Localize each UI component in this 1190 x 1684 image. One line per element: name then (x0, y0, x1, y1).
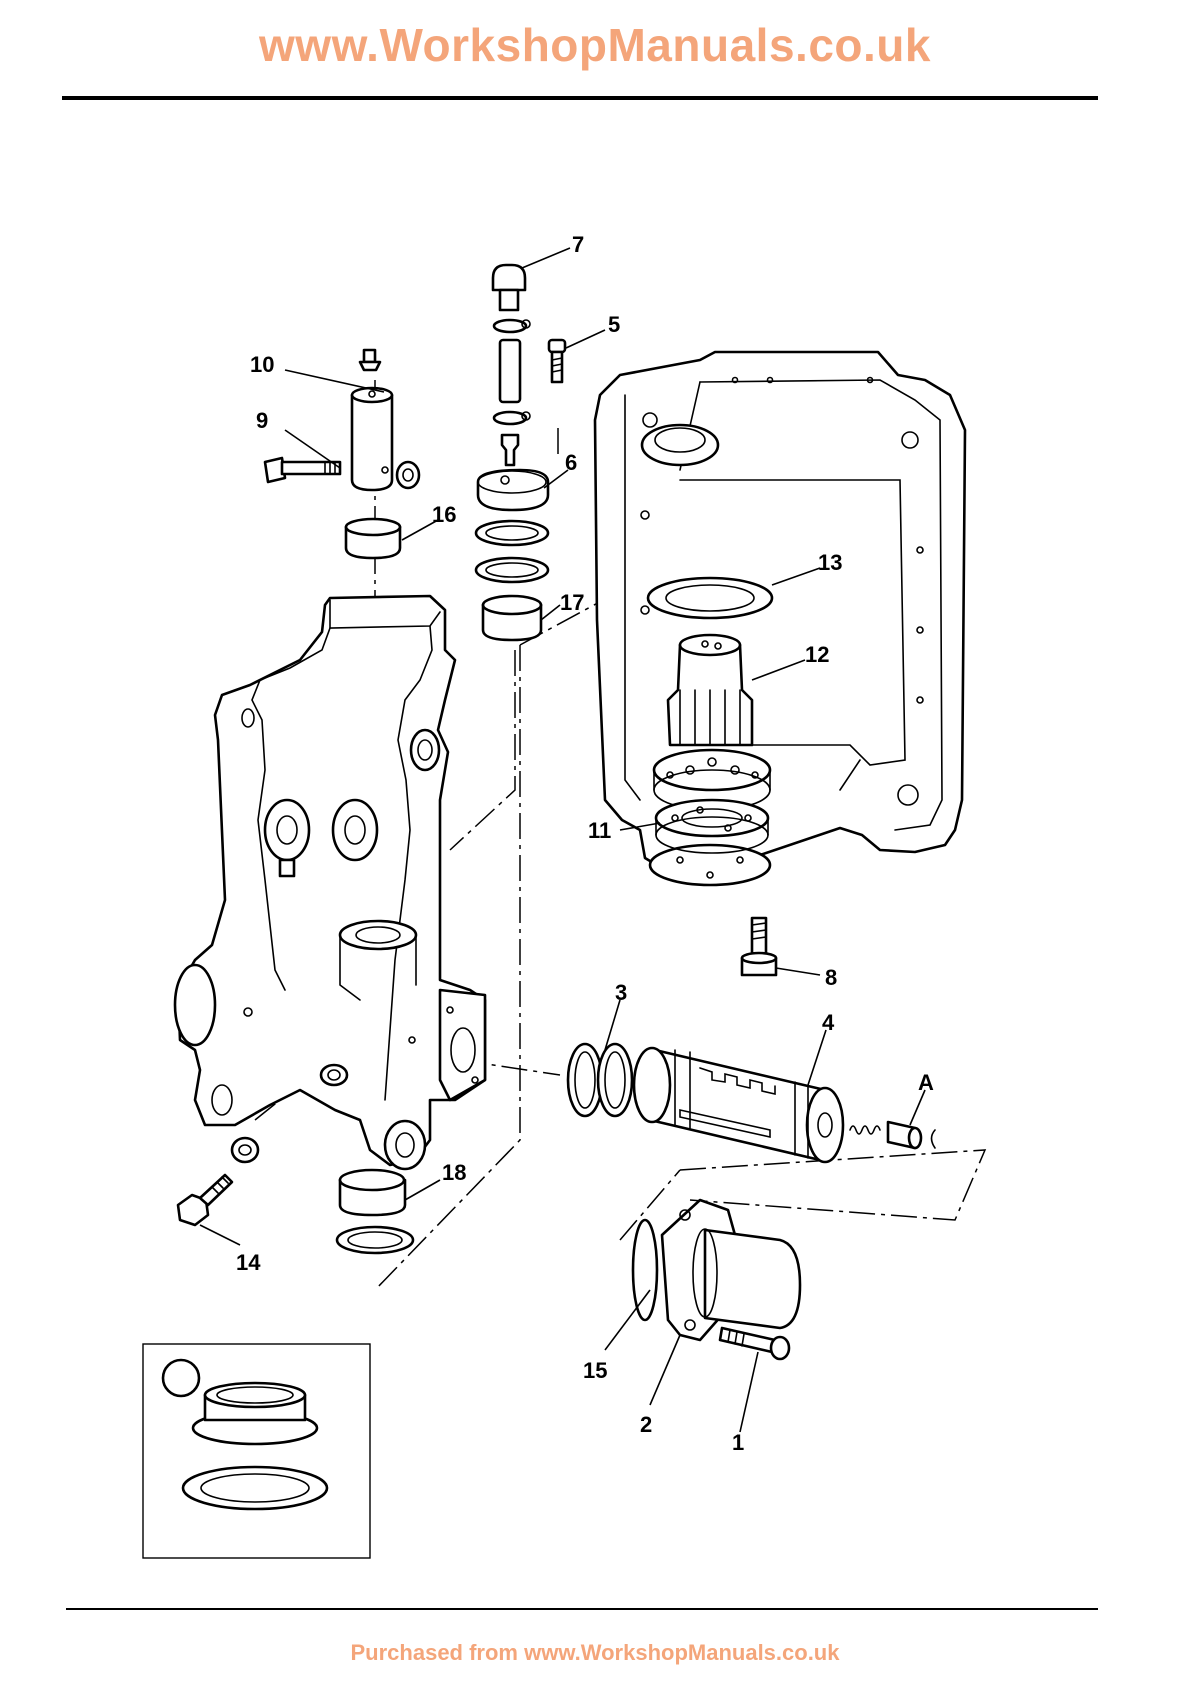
part-1-screw (720, 1328, 789, 1359)
part-17-bush (483, 596, 541, 640)
part-2-end-cap (633, 1200, 800, 1340)
callout-4: 4 (822, 1010, 835, 1035)
callout-17: 17 (560, 590, 584, 615)
part-16-bush (346, 519, 400, 558)
callout-3: 3 (615, 980, 627, 1005)
part-4-piston (634, 1048, 843, 1162)
inset-detail (143, 1344, 370, 1558)
part-8-cap-screw (742, 918, 776, 975)
part-3-seals (568, 1044, 632, 1116)
part-10-kingpin (352, 350, 392, 490)
callout-18: 18 (442, 1160, 466, 1185)
part-13-shim (648, 578, 772, 618)
part-14-bolt (178, 1138, 258, 1225)
part-A-detent (850, 1122, 935, 1148)
callout-16: 16 (432, 502, 456, 527)
callout-15: 15 (583, 1358, 607, 1383)
callout-1: 1 (732, 1430, 744, 1455)
callout-12: 12 (805, 642, 829, 667)
footer-purchase-link[interactable]: Purchased from www.WorkshopManuals.co.uk (0, 1640, 1190, 1666)
part-7-dust-cap (493, 265, 525, 310)
swivel-housing (175, 596, 485, 1169)
callout-5: 5 (608, 312, 620, 337)
part-6-column-parts (476, 320, 548, 582)
part-5-screw (549, 340, 565, 382)
part-9-bolt (265, 458, 419, 488)
footer-rule (66, 1608, 1098, 1610)
callout-10: 10 (250, 352, 274, 377)
part-18-bush (337, 1170, 413, 1253)
callout-8: 8 (825, 965, 837, 990)
callout-6: 6 (565, 450, 577, 475)
callout-13: 13 (818, 550, 842, 575)
callout-2: 2 (640, 1412, 652, 1437)
callout-11: 11 (588, 818, 611, 843)
callout-A: A (918, 1070, 934, 1095)
callout-9: 9 (256, 408, 268, 433)
gearbox-housing (595, 352, 965, 885)
callout-14: 14 (236, 1250, 261, 1275)
callout-7: 7 (572, 232, 584, 257)
